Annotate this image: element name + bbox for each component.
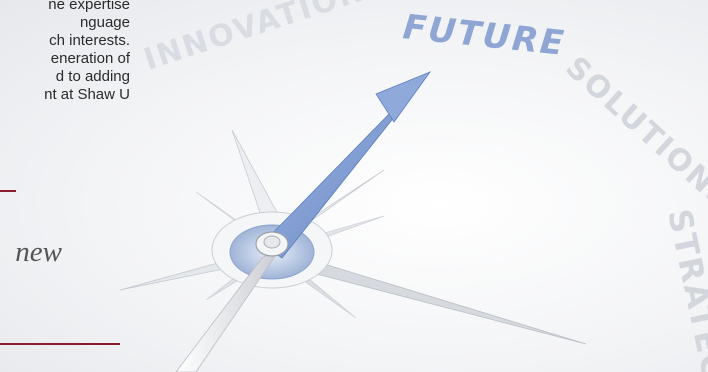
intro-paragraph: ne expertise nguage ch interests. enerat… bbox=[0, 0, 130, 104]
intro-line: ch interests. bbox=[49, 32, 130, 49]
ring-word-future: FUTURE bbox=[401, 7, 567, 64]
feature-word: new bbox=[15, 236, 62, 268]
divider-top bbox=[0, 190, 16, 192]
intro-line: d to adding bbox=[55, 68, 130, 85]
ring-word-solutions: SOLUTIONS bbox=[559, 50, 708, 217]
intro-line: eneration of bbox=[50, 50, 130, 67]
intro-line: nguage bbox=[79, 14, 130, 31]
intro-panel: ne expertise nguage ch interests. enerat… bbox=[0, 0, 200, 372]
intro-line: nt at Shaw U bbox=[44, 86, 130, 103]
ring-word-strategy: STRATEG bbox=[660, 206, 708, 372]
divider-bottom bbox=[0, 343, 120, 345]
intro-line: ne expertise bbox=[48, 0, 130, 13]
